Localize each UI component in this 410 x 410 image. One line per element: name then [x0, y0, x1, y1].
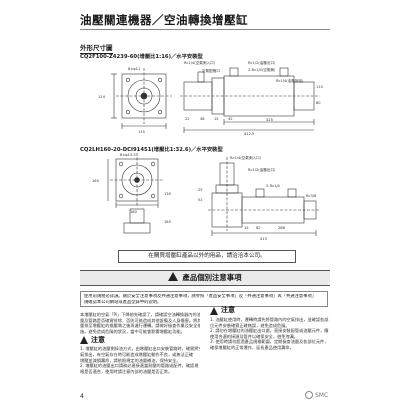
- body-line: 增壓並減損壽命，請依照規定的油量補油，保持安全。: [80, 357, 181, 363]
- caution-heading: 注意: [80, 335, 200, 345]
- drawing1-label: 2-Rc1/4(空氣側): [248, 67, 276, 72]
- body-line: 量及管路是否確實排除，否則可能造成其他設備及人身傷害。將其: [80, 317, 200, 323]
- drawing2-label: 268: [278, 226, 286, 230]
- body-line: 2. 請勿在增壓缸的油壓缸出口處，直接安裝配管或油壓元件，應: [210, 328, 329, 334]
- drawing1-label: 空氣配管口: [202, 68, 220, 73]
- page-title: 油壓關連機器／空油轉換增壓缸: [80, 13, 248, 27]
- drawing2-label: 25: [198, 188, 203, 192]
- body-line: 氣排出，有空氣存在時可能造成增壓缸動作不良，或無法正確: [80, 351, 194, 357]
- drawing1-label: 38: [200, 117, 205, 121]
- caution-label: 注意: [91, 335, 105, 344]
- warning-icon: [168, 272, 179, 281]
- drawing2-label: 180: [130, 210, 138, 214]
- brand-logo: SMC: [305, 391, 328, 399]
- model-2-label: CQ2LH160-20-DCI91451(增壓比1:32.6)／水平安裝型: [80, 147, 223, 153]
- drawing1-label: 42: [228, 117, 233, 121]
- caution-label: 注意: [221, 306, 235, 315]
- banner-text: 產品個別注意事項: [182, 273, 242, 282]
- body-line: 位元件安裝確實正確無誤，避免造成危險。: [210, 322, 290, 328]
- body-line: 3. 使用時請勿超過產品規格範圍，定期檢查油量及各部位元件，: [210, 339, 329, 345]
- drawing1-label: 80: [316, 101, 321, 105]
- drawing2-label: 8×φ13.5: [120, 153, 136, 157]
- intro-line: 請確認本公司網站或產品型錄中的說明。: [84, 299, 162, 305]
- page-number: 4: [80, 393, 84, 400]
- title-divider: [80, 29, 330, 30]
- drawing1-label: 135: [138, 130, 145, 134]
- intro-box: 使用前請務必詳讀。關於安全注意事項及共通注意事項，請參照「產品安全事項」及「共通…: [80, 291, 328, 307]
- body-line: 格是否適合，使用時請注意內部的油壓是否正常。: [80, 368, 173, 374]
- drawing1-label: Rc1/2(油壓出口): [248, 60, 276, 65]
- logo-icon: [305, 391, 313, 399]
- drawing1-label: 8×φ11: [128, 67, 140, 71]
- drawing1-label: 22: [185, 117, 190, 121]
- caution-icon: [80, 336, 88, 345]
- dimension-drawing-1: Rc1/4(空氣側入口) Rc1/2(油壓出口) 空氣配管口 2-Rc1/4(空…: [98, 60, 324, 136]
- drawing2-label: 52: [198, 198, 203, 202]
- drawing2-label: 160: [92, 179, 100, 183]
- drawing2-label: Rc1/4(空氣側入口): [230, 155, 262, 160]
- drawing1-label: 15: [214, 117, 219, 121]
- drawing2-label: 413: [260, 237, 267, 241]
- body-line: 本增壓缸的空氣「Pi」下降前先確認了，請確認空油轉換器內的油: [80, 312, 200, 317]
- caution-heading: 注意: [210, 307, 330, 315]
- drawing1-label: 325: [266, 118, 273, 122]
- body-line: 1. 增壓缸的油壓側採油方式，由增壓缸出口安裝管路時，確實將空: [80, 346, 200, 352]
- caution-icon: [210, 307, 218, 315]
- drawing1-label: 114: [98, 95, 106, 99]
- section-heading: 外形尺寸圖: [80, 44, 113, 54]
- drawing2-label: Rc3/8: [306, 194, 317, 198]
- drawing2-label: 2-Rc1/4: [266, 184, 281, 188]
- notice-box: 在購買增壓缸產品以外的用品，請洽洽本公司。: [118, 250, 296, 263]
- drawing1-label: 110: [316, 85, 324, 89]
- body-line: 量排至增壓缸的推壓側之後再進行運轉。請做好檢查作業及安全措: [80, 323, 200, 329]
- body-line: 2. 增壓缸的油壓出口請務必連接適當耐壓的管路或配件，確認規: [80, 363, 199, 369]
- dimension-drawing-2: Rc1/4(空氣側入口) Rc1/2(油壓出口) 2-Rc1/4 Rc3/8 8…: [92, 153, 320, 241]
- precautions-banner: 產品個別注意事項: [80, 270, 330, 286]
- body-line: 1. 油壓缸使用時，運轉時請先將管路內的空氣排出，並確認各部: [210, 317, 329, 322]
- model-1-label: CQ2F100-Z4239-60(增壓比1:16)／水平安裝型: [80, 54, 203, 60]
- drawing1-label: Rc1/4(油壓回油): [276, 78, 304, 83]
- right-column: 注意 1. 油壓缸使用時，運轉時請先將管路內的空氣排出，並確認各部 位元件安裝確…: [210, 305, 330, 351]
- brand-name: SMC: [315, 391, 329, 399]
- drawing1-label: 412.5: [244, 132, 254, 136]
- drawing2-label: 15: [244, 226, 249, 230]
- body-line: 使用合適的接頭及管件以確保安全，避免洩漏。: [210, 333, 298, 339]
- drawing2-label: 185: [164, 220, 171, 224]
- drawing2-label: 62: [256, 226, 261, 230]
- body-line: 施。避免造成危險的狀況，當中可能會影響增壓缸功能。: [80, 328, 185, 334]
- body-line: 確保增壓缸的正常運作，延長產品使用壽命。: [210, 344, 294, 350]
- intro-line: 使用前請務必詳讀。關於安全注意事項及共通注意事項，請參照「產品安全事項」及「共通…: [84, 294, 317, 299]
- left-column: 本增壓缸的空氣「Pi」下降前先確認了，請確認空油轉換器內的油 量及管路是否確實排…: [80, 312, 200, 374]
- drawing2-label: Rc1/2(油壓出口): [248, 167, 276, 172]
- drawing1-label: Rc1/4(空氣側入口): [184, 60, 216, 65]
- drawing2-label: 130: [164, 192, 172, 196]
